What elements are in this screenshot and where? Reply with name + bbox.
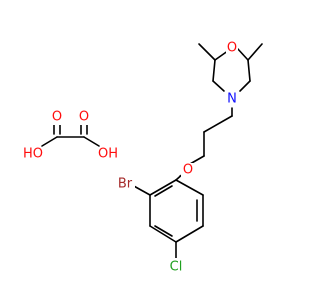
bond-c2-c3	[212, 59, 216, 82]
bond-ar-double-3	[154, 185, 173, 197]
atom-cl: Cl	[170, 260, 183, 275]
atom-oxalic-oh-left: HO	[23, 147, 43, 162]
bond-ar6-ar1	[149, 179, 177, 196]
molecule-diagram: O N O Br Cl O O HO OH	[0, 0, 300, 300]
atom-o-morpholine: O	[227, 41, 237, 56]
bond-c3-n	[212, 80, 225, 92]
bond-c5-c6	[247, 59, 251, 82]
structure-canvas: O N O Br Cl O O HO OH	[0, 0, 300, 300]
bond-ar1-ar2	[175, 179, 204, 196]
bond-cc-o	[189, 155, 205, 165]
atom-labels: O N O Br Cl O O HO OH	[22, 41, 239, 275]
bond-c6-o	[236, 47, 249, 61]
bond-n-c5	[239, 80, 251, 92]
main-molecule-bonds	[131, 43, 263, 260]
bond-c2-methyl	[198, 43, 216, 61]
bond-ar-double-2	[154, 225, 173, 237]
bond-cb-oh	[83, 136, 100, 147]
background	[0, 0, 300, 300]
bond-ar4-ar5	[149, 225, 177, 243]
bond-ar3-ar4	[175, 225, 204, 243]
bond-ca-oh	[41, 136, 58, 147]
atom-oxalic-oh-right: OH	[98, 147, 118, 162]
atom-n-morpholine: N	[227, 92, 237, 107]
atom-o-ether: O	[183, 163, 193, 178]
atom-oxalic-o-top-right: O	[79, 110, 89, 125]
atom-oxalic-o-top-left: O	[52, 110, 62, 125]
bond-ca-cb	[203, 115, 233, 133]
bond-c6-methyl	[247, 43, 263, 61]
atom-br: Br	[118, 177, 133, 192]
